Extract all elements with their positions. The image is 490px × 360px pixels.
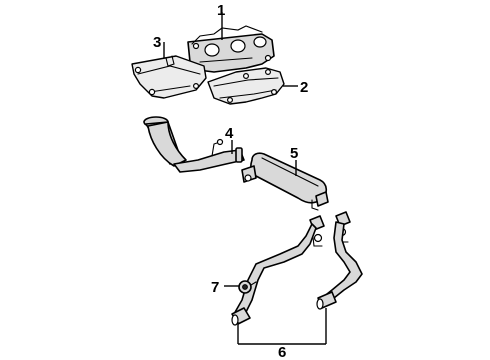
- catalytic-converter-front-pipe: [143, 116, 245, 173]
- leader-lines: [163, 12, 327, 345]
- right-heat-shield: [207, 67, 285, 105]
- callout-1: 1: [217, 2, 225, 19]
- exhaust-manifold: [187, 25, 275, 73]
- callout-2: 2: [300, 79, 308, 96]
- muffler: [241, 152, 329, 211]
- callout-4: 4: [225, 125, 234, 142]
- hanger-insulator: [238, 280, 257, 294]
- callout-3: 3: [153, 34, 161, 51]
- callout-7: 7: [211, 279, 219, 296]
- callout-5: 5: [290, 145, 298, 162]
- left-heat-shield: [131, 55, 207, 99]
- callout-6: 6: [278, 344, 286, 360]
- tailpipes: [231, 211, 363, 326]
